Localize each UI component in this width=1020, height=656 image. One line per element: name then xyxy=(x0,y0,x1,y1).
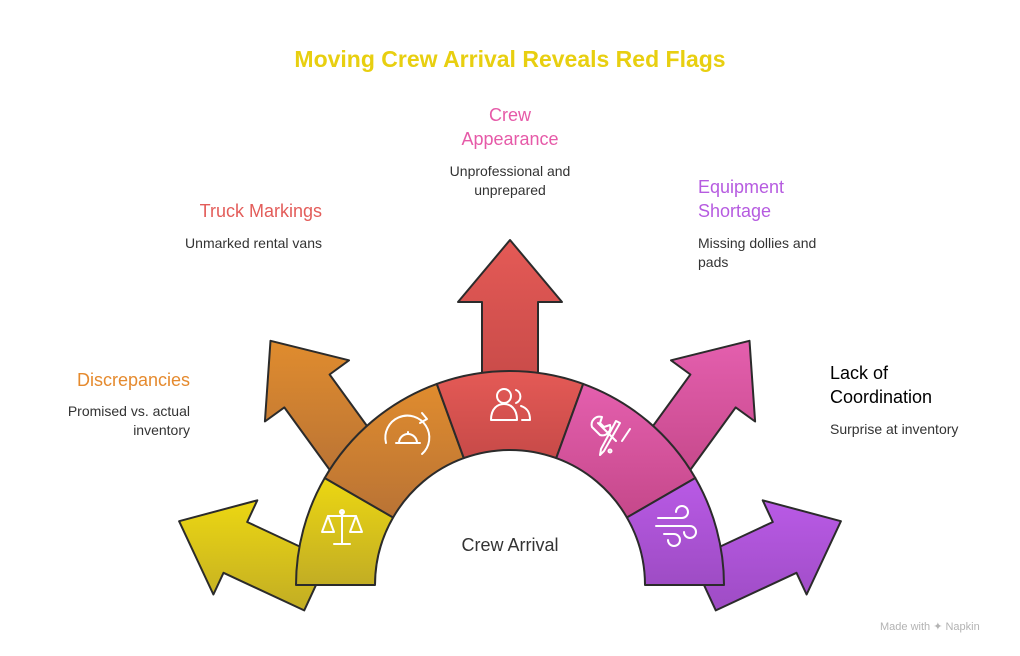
crew-appearance-title: Crew Appearance xyxy=(461,105,559,149)
center-label: Crew Arrival xyxy=(461,535,559,555)
truck-markings-title: Truck Markings xyxy=(199,201,322,221)
wind-icon xyxy=(655,505,697,547)
discrepancies-title: Discrepancies xyxy=(76,370,190,390)
people-icon xyxy=(490,388,531,421)
discrepancies-description: Promised vs. actual inventory xyxy=(67,403,190,438)
arrow-discrepancies xyxy=(178,499,329,612)
balance-scale-icon xyxy=(321,509,363,545)
page-title: Moving Crew Arrival Reveals Red Flags xyxy=(294,46,726,72)
equipment-shortage-description: Missing dollies and pads xyxy=(698,235,817,270)
crew-appearance-description: Unprofessional and unprepared xyxy=(449,163,571,198)
lack-of-coordination-title: Lack of Coordination xyxy=(830,363,933,407)
equipment-shortage-title: Equipment Shortage xyxy=(698,177,785,221)
arrow-crew-appearance xyxy=(457,239,563,392)
wrench-pen-icon xyxy=(590,415,631,456)
segment-lack-of-coordination xyxy=(625,477,725,586)
cloche-refresh-icon xyxy=(384,412,431,455)
lack-of-coordination-description: Surprise at inventory xyxy=(830,421,959,437)
watermark: Made with ✦ Napkin xyxy=(880,621,980,633)
truck-markings-description: Unmarked rental vans xyxy=(185,235,322,251)
